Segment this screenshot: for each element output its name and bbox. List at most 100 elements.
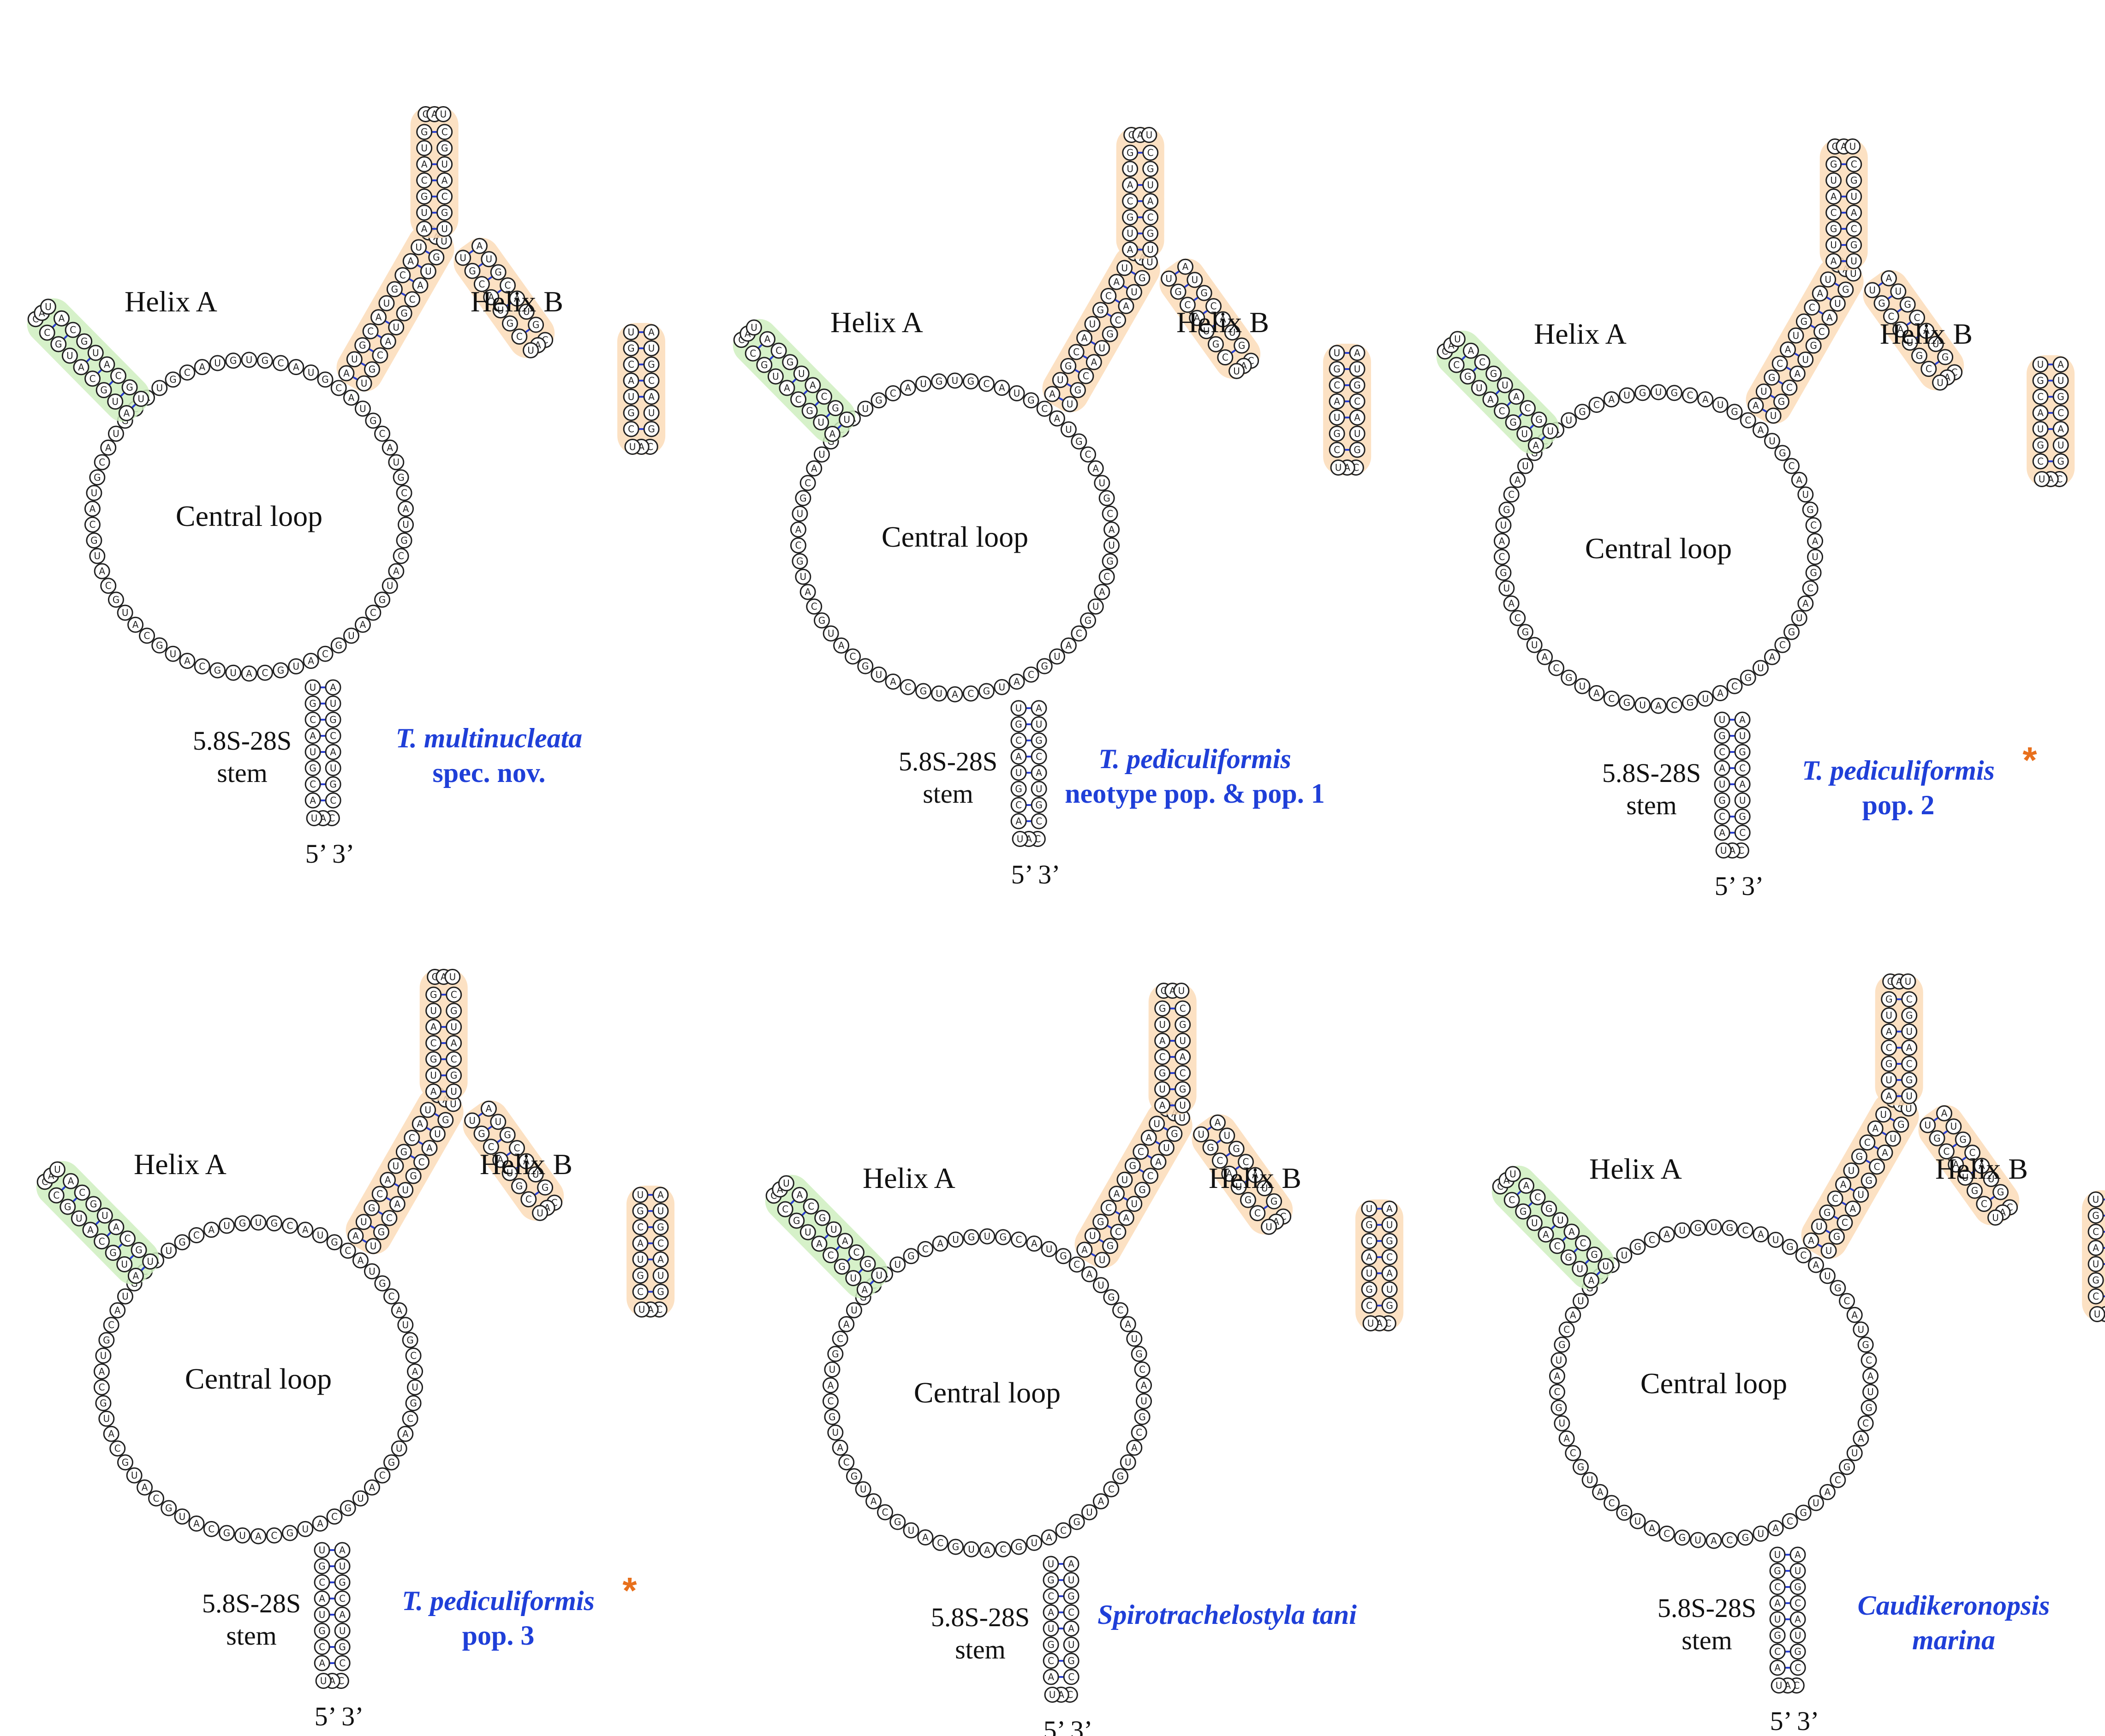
nucleotide: U bbox=[388, 454, 405, 471]
base-pair bbox=[1825, 1229, 1831, 1234]
svg-text:U: U bbox=[1127, 228, 1133, 239]
nucleotide: U bbox=[1198, 323, 1215, 340]
svg-text:C: C bbox=[1739, 763, 1746, 774]
nucleotide: U bbox=[1807, 549, 1824, 565]
svg-text:G: G bbox=[637, 1205, 644, 1217]
svg-text:G: G bbox=[100, 1397, 107, 1408]
nucleotide: C bbox=[1043, 1652, 1059, 1669]
nucleotide: G bbox=[1955, 1131, 1971, 1148]
nucleotide: C bbox=[436, 124, 453, 140]
svg-text:U: U bbox=[485, 254, 492, 265]
svg-text:C: C bbox=[1534, 1192, 1541, 1203]
svg-text:A: A bbox=[184, 655, 191, 666]
svg-text:U: U bbox=[255, 1217, 262, 1228]
nucleotide: U bbox=[795, 568, 811, 585]
nucleotide: G bbox=[1234, 337, 1250, 354]
svg-text:C: C bbox=[1509, 1194, 1515, 1205]
svg-text:C: C bbox=[1779, 639, 1786, 650]
nucleotide: A bbox=[407, 1363, 423, 1380]
svg-text:A: A bbox=[343, 368, 350, 379]
svg-text:C: C bbox=[79, 1187, 85, 1198]
svg-text:G: G bbox=[1742, 1532, 1749, 1543]
nucleotide: U bbox=[915, 376, 932, 392]
svg-text:A: A bbox=[339, 1545, 346, 1556]
svg-text:G: G bbox=[339, 1641, 346, 1652]
nucleotide: C bbox=[1774, 637, 1791, 653]
nucleotide: A bbox=[1558, 1430, 1575, 1447]
base-pair bbox=[1130, 271, 1136, 275]
svg-text:G: G bbox=[2037, 375, 2044, 386]
svg-text:C: C bbox=[1789, 460, 1795, 471]
svg-text:A: A bbox=[1717, 687, 1723, 698]
svg-text:C: C bbox=[890, 388, 896, 399]
nucleotide: C bbox=[1142, 144, 1159, 161]
svg-text:A: A bbox=[1366, 1252, 1372, 1263]
nucleotide: U bbox=[767, 368, 784, 385]
svg-text:U: U bbox=[523, 306, 530, 317]
nucleotide: U bbox=[624, 439, 641, 455]
svg-text:G: G bbox=[1621, 1507, 1628, 1518]
svg-text:U: U bbox=[1739, 795, 1746, 806]
svg-text:U: U bbox=[319, 1609, 326, 1620]
nucleotide: A bbox=[1136, 1377, 1152, 1394]
svg-text:U: U bbox=[179, 1511, 186, 1522]
nucleotide: C bbox=[1361, 1233, 1377, 1249]
base-pair bbox=[1058, 397, 1064, 401]
nucleotide: A bbox=[127, 1267, 144, 1284]
nucleotide: C bbox=[1869, 1158, 1885, 1175]
svg-text:U: U bbox=[230, 667, 237, 678]
svg-text:U: U bbox=[1261, 1183, 1268, 1194]
nucleotide: U bbox=[1120, 1454, 1136, 1471]
nucleotide: C bbox=[799, 475, 816, 491]
nucleotide: A bbox=[1789, 1546, 1806, 1563]
svg-text:A: A bbox=[1123, 300, 1129, 311]
nucleotide: G bbox=[1572, 1459, 1589, 1475]
nucleotide: C bbox=[94, 454, 110, 471]
svg-text:U: U bbox=[1851, 1448, 1858, 1459]
svg-text:C: C bbox=[1719, 811, 1725, 822]
svg-text:U: U bbox=[628, 327, 635, 338]
nucleotide: C bbox=[1031, 813, 1047, 829]
nucleotide: C bbox=[374, 1467, 391, 1484]
nucleotide: G bbox=[1737, 1529, 1753, 1546]
svg-text:A: A bbox=[421, 223, 428, 234]
svg-text:A: A bbox=[1155, 1156, 1162, 1167]
base-pair bbox=[837, 424, 842, 430]
svg-text:G: G bbox=[1718, 795, 1726, 806]
nucleotide: C bbox=[416, 172, 433, 189]
svg-text:A: A bbox=[2037, 407, 2044, 418]
nucleotide: A bbox=[1381, 1265, 1398, 1282]
nucleotide: A bbox=[1734, 711, 1751, 728]
base-pair bbox=[823, 1234, 829, 1240]
svg-text:U: U bbox=[1802, 354, 1809, 365]
nucleotide: U bbox=[2052, 437, 2069, 453]
nucleotide: A bbox=[1846, 204, 1862, 221]
nucleotide: U bbox=[1154, 1016, 1171, 1033]
nucleotide: G bbox=[1381, 1233, 1398, 1249]
svg-text:A: A bbox=[208, 1224, 215, 1235]
nucleotide: U bbox=[1846, 188, 1862, 205]
svg-text:U: U bbox=[1679, 1225, 1686, 1236]
nucleotide: G bbox=[1554, 1336, 1570, 1353]
nucleotide: C bbox=[745, 345, 761, 362]
nucleotide: U bbox=[1674, 1222, 1691, 1239]
nucleotide: A bbox=[1094, 584, 1110, 600]
svg-text:A: A bbox=[1159, 1035, 1166, 1046]
svg-text:G: G bbox=[1558, 1339, 1566, 1350]
nucleotide: G bbox=[1783, 624, 1800, 640]
nucleotide: G bbox=[60, 1199, 76, 1215]
svg-text:A: A bbox=[319, 1658, 325, 1669]
svg-text:A: A bbox=[1608, 394, 1615, 405]
svg-text:C: C bbox=[1334, 380, 1340, 391]
nucleotide: G bbox=[374, 1275, 391, 1292]
svg-text:G: G bbox=[1333, 364, 1341, 375]
svg-text:G: G bbox=[1200, 287, 1208, 298]
nucleotide: U bbox=[117, 1288, 133, 1305]
svg-text:U: U bbox=[156, 382, 163, 394]
nucleotide: C bbox=[326, 1508, 343, 1525]
species-name: T. pediculiformis bbox=[1098, 744, 1291, 774]
base-pair bbox=[61, 1186, 66, 1191]
nucleotide: G bbox=[643, 356, 660, 373]
svg-text:C: C bbox=[370, 607, 376, 618]
